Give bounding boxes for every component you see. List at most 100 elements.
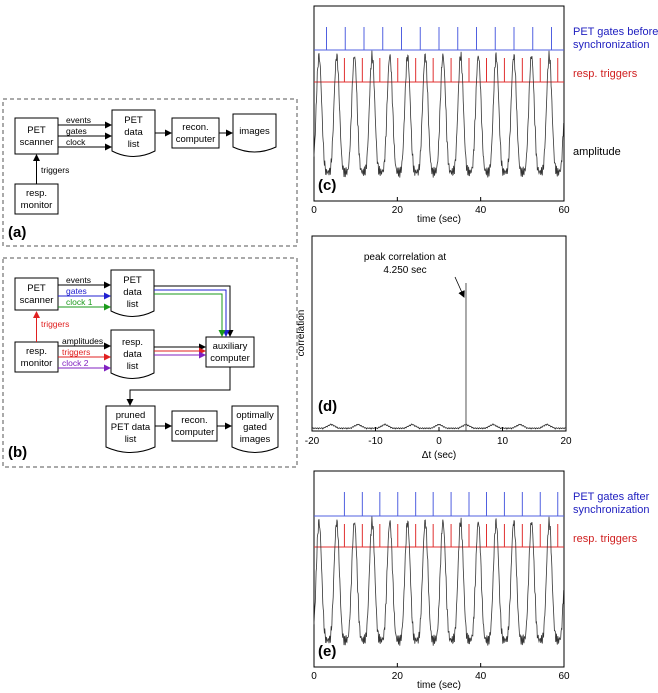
- x-axis-label: Δt (sec): [422, 450, 456, 461]
- panel-label-d: (d): [318, 398, 337, 415]
- clock-label: clock: [66, 137, 86, 147]
- gated-images-label: gated: [243, 422, 267, 433]
- images-label: images: [239, 126, 270, 137]
- x-tick-label: 60: [558, 205, 570, 216]
- triggers-label: triggers: [41, 165, 69, 175]
- amplitude-label: amplitude: [573, 146, 621, 158]
- images-doc: [232, 113, 277, 153]
- plot-d-frame: [311, 235, 567, 432]
- triggers-label: resp. triggers: [573, 533, 638, 545]
- amplitudes-label: amplitudes: [62, 336, 103, 346]
- pet-data-list-label: PET: [124, 115, 143, 126]
- panel-label-c: (c): [318, 177, 336, 194]
- pet-data-list-label: PET: [123, 275, 142, 286]
- recon-computer-label: computer: [175, 427, 215, 438]
- resp-data-list-doc: [110, 329, 155, 379]
- events-label: events: [66, 275, 91, 285]
- resp-data-list-label: list: [127, 361, 139, 372]
- pruned-list-label: PET data: [111, 422, 151, 433]
- pruned-list-label: list: [125, 434, 137, 445]
- recon-computer-label: recon.: [182, 122, 208, 133]
- triggers2-label: triggers: [62, 347, 90, 357]
- triggers-ticks: [314, 524, 564, 548]
- gates-after-label: PET gates after: [573, 491, 650, 503]
- diagram-b: PET scanner PET data list resp. monitor …: [2, 257, 298, 468]
- clock2-label: clock 2: [62, 358, 89, 368]
- amplitude-curve: [313, 50, 564, 178]
- x-tick-label: 20: [392, 205, 404, 216]
- recon-computer-label: recon.: [181, 415, 207, 426]
- list-to-aux-arrow: [154, 285, 234, 337]
- clock1-to-aux-arrow: [154, 293, 226, 337]
- peak-annotation-arrow: [454, 276, 465, 298]
- aux-to-pruned-arrow: [126, 367, 231, 406]
- triggers-label: triggers: [41, 319, 69, 329]
- x-axis-ticks: 0 20 40 60: [311, 663, 570, 682]
- amplitude-curve: [313, 516, 564, 646]
- x-tick-label: 60: [558, 671, 570, 682]
- gates-label: gates: [66, 286, 87, 296]
- panel-label-b: (b): [8, 444, 27, 461]
- gated-images-doc: [231, 405, 279, 453]
- pruned-list-label: pruned: [116, 410, 146, 421]
- pet-scanner-box: [14, 117, 59, 155]
- plot-e: 0 20 40 60 time (sec) PET gates after synch…: [311, 470, 650, 691]
- x-tick-label: 40: [475, 671, 487, 682]
- resp-monitor-label: resp.: [26, 346, 47, 357]
- resp-monitor-label: resp.: [26, 188, 47, 199]
- gates-to-aux-arrow: [154, 289, 230, 337]
- diagram-a: PET scanner PET data list recon. compute…: [2, 98, 298, 247]
- events-label: events: [66, 115, 91, 125]
- pet-data-list-label: list: [127, 299, 139, 310]
- gates-before-ticks: [314, 27, 564, 51]
- x-tick-label: 40: [475, 205, 487, 216]
- pet-scanner-label: PET: [27, 125, 46, 136]
- pruned-list-doc: [105, 405, 156, 453]
- y-axis-label: correlation: [296, 310, 307, 357]
- resp-monitor-box: [14, 341, 59, 373]
- resp-data-list-label: resp.: [122, 337, 143, 348]
- gated-images-label: optimally: [236, 410, 274, 421]
- resp-data-list-label: data: [123, 349, 142, 360]
- gates-label: gates: [66, 126, 87, 136]
- x-axis-ticks: 0 20 40 60: [311, 197, 570, 216]
- peak-annotation: peak correlation at: [364, 252, 446, 263]
- gates-before-label: PET gates before: [573, 26, 658, 38]
- x-tick-label: 0: [311, 205, 317, 216]
- plot-c: 0 20 40 60 time (sec) PET gates before sync…: [311, 5, 658, 225]
- pet-data-list-doc: [110, 269, 155, 317]
- pet-data-list-label: data: [124, 127, 143, 138]
- gated-images-label: images: [240, 434, 271, 445]
- auxiliary-computer-label: auxiliary: [213, 341, 248, 352]
- gates-before-label: synchronization: [573, 39, 649, 51]
- resp-monitor-label: monitor: [21, 200, 53, 211]
- pet-scanner-label: PET: [27, 283, 46, 294]
- x-tick-label: -10: [368, 436, 383, 447]
- triggers-label: resp. triggers: [573, 68, 638, 80]
- clock1-label: clock 1: [66, 297, 93, 307]
- pet-scanner-label: scanner: [20, 295, 54, 306]
- recon-computer-label: computer: [176, 134, 216, 145]
- correlation-curve: [311, 423, 566, 430]
- resp-monitor-box: [14, 183, 59, 215]
- x-axis-label: time (sec): [417, 680, 461, 691]
- x-tick-label: 0: [311, 671, 317, 682]
- recon-computer-box: [171, 410, 218, 442]
- gates-after-ticks: [314, 492, 564, 517]
- triggers-ticks: [314, 58, 564, 83]
- pet-scanner-box: [14, 277, 59, 311]
- x-tick-label: 20: [560, 436, 572, 447]
- pet-scanner-label: scanner: [20, 137, 54, 148]
- gates-after-label: synchronization: [573, 504, 649, 516]
- auxiliary-computer-box: [205, 336, 255, 368]
- resp-monitor-label: monitor: [21, 358, 53, 369]
- pet-data-list-label: data: [123, 287, 142, 298]
- x-tick-label: 20: [392, 671, 404, 682]
- x-axis-label: time (sec): [417, 214, 461, 225]
- x-tick-label: -20: [305, 436, 320, 447]
- pet-data-list-label: list: [128, 139, 140, 150]
- auxiliary-computer-label: computer: [210, 353, 250, 364]
